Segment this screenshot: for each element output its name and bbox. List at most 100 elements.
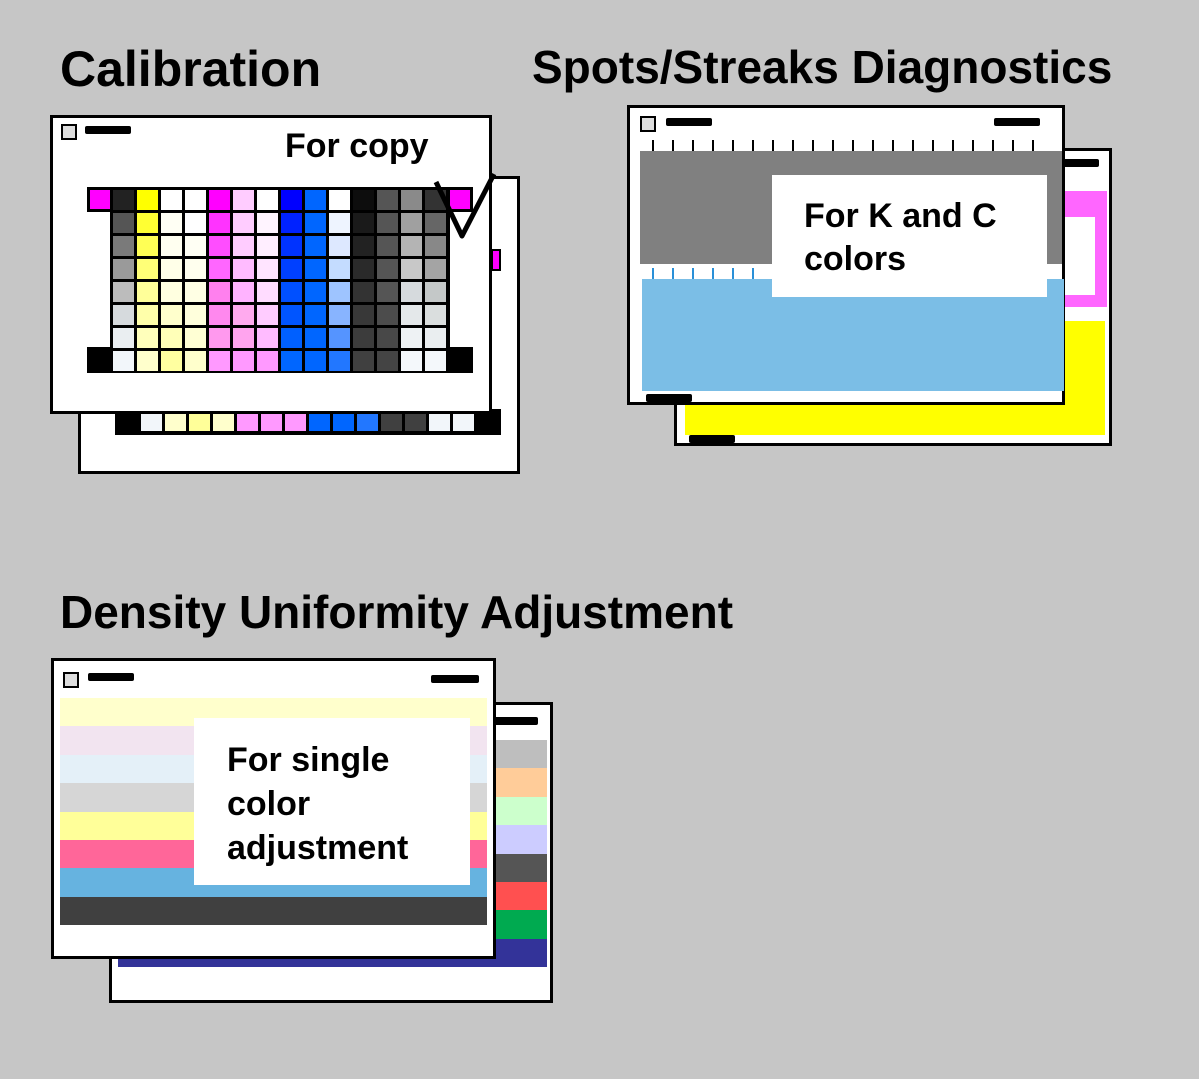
tick (672, 140, 674, 151)
tick (672, 268, 674, 279)
color-patch (401, 236, 422, 256)
color-patch (185, 328, 206, 348)
color-patch (281, 305, 302, 325)
color-patch (329, 213, 350, 233)
note-line-1: For single (227, 741, 390, 779)
color-patch (257, 236, 278, 256)
color-patch (209, 305, 230, 325)
color-patch (329, 190, 350, 210)
note-line-2: color (227, 785, 311, 823)
header-bar (88, 673, 134, 681)
color-patch (257, 213, 278, 233)
strip-patch (357, 412, 378, 431)
color-patch (305, 328, 326, 348)
tick (852, 140, 854, 151)
density-uniformity-title: Density Uniformity Adjustment (60, 586, 734, 638)
color-patch (377, 305, 398, 325)
color-patch (377, 282, 398, 302)
color-patch (257, 351, 278, 371)
color-patch-grid (87, 187, 473, 375)
color-patch (137, 259, 158, 279)
note-line-3: adjustment (227, 829, 409, 867)
color-patch (305, 305, 326, 325)
color-patch (185, 282, 206, 302)
color-patch (233, 236, 254, 256)
k-tick-marks (652, 140, 1052, 152)
for-copy-label: For copy (285, 127, 429, 165)
color-patch (329, 282, 350, 302)
color-patch (305, 351, 326, 371)
c-band (642, 279, 1064, 391)
tick (752, 268, 754, 279)
color-patch (185, 305, 206, 325)
strip-patch (261, 412, 282, 431)
spots-streaks-title: Spots/Streaks Diagnostics (532, 41, 1113, 93)
header-bar (1053, 159, 1099, 167)
color-patch (401, 305, 422, 325)
header-bar (492, 717, 538, 725)
color-patch (113, 328, 134, 348)
color-patch (161, 328, 182, 348)
color-patch (233, 190, 254, 210)
color-patch (305, 236, 326, 256)
tick (932, 140, 934, 151)
color-patch (137, 328, 158, 348)
calibration-title: Calibration (60, 41, 322, 97)
color-patch (161, 190, 182, 210)
color-patch (137, 213, 158, 233)
color-patch (281, 236, 302, 256)
color-patch (137, 282, 158, 302)
color-patch (281, 351, 302, 371)
color-patch (113, 259, 134, 279)
color-patch (137, 305, 158, 325)
color-patch (137, 190, 158, 210)
color-patch (329, 305, 350, 325)
color-patch (209, 213, 230, 233)
color-patch (401, 282, 422, 302)
header-bar-right (994, 118, 1040, 126)
color-patch (377, 213, 398, 233)
strip-patch (429, 412, 450, 431)
color-patch (257, 259, 278, 279)
color-patch (425, 236, 446, 256)
color-patch (257, 190, 278, 210)
strip-patch (189, 412, 210, 431)
color-patch (161, 305, 182, 325)
color-patch (185, 236, 206, 256)
corner-patch-magenta (450, 190, 470, 209)
color-patch (161, 213, 182, 233)
color-patch (209, 328, 230, 348)
color-patch (305, 190, 326, 210)
tick (772, 140, 774, 151)
color-patch (161, 351, 182, 371)
sheet-corner-icon (63, 672, 79, 688)
k-and-c-note: For K and C colors (772, 175, 1047, 297)
color-patch (209, 259, 230, 279)
color-patch (425, 351, 446, 371)
color-patch (425, 328, 446, 348)
color-patch (233, 213, 254, 233)
color-patch (137, 351, 158, 371)
color-patch (425, 282, 446, 302)
tick (832, 140, 834, 151)
color-patch (353, 305, 374, 325)
color-patch (353, 351, 374, 371)
color-patch (185, 351, 206, 371)
color-patch (233, 282, 254, 302)
color-patch (401, 190, 422, 210)
color-patch (113, 351, 134, 371)
tick (1012, 140, 1014, 151)
color-patch (329, 328, 350, 348)
color-patch (329, 351, 350, 371)
tick (752, 140, 754, 151)
color-patch (209, 351, 230, 371)
strip-patch (309, 412, 330, 431)
strip-patch (213, 412, 234, 431)
color-patch (233, 328, 254, 348)
tick (732, 140, 734, 151)
color-patch (353, 190, 374, 210)
color-patch (305, 213, 326, 233)
magenta-marker (491, 249, 501, 271)
tick (652, 140, 654, 151)
color-patch (401, 328, 422, 348)
